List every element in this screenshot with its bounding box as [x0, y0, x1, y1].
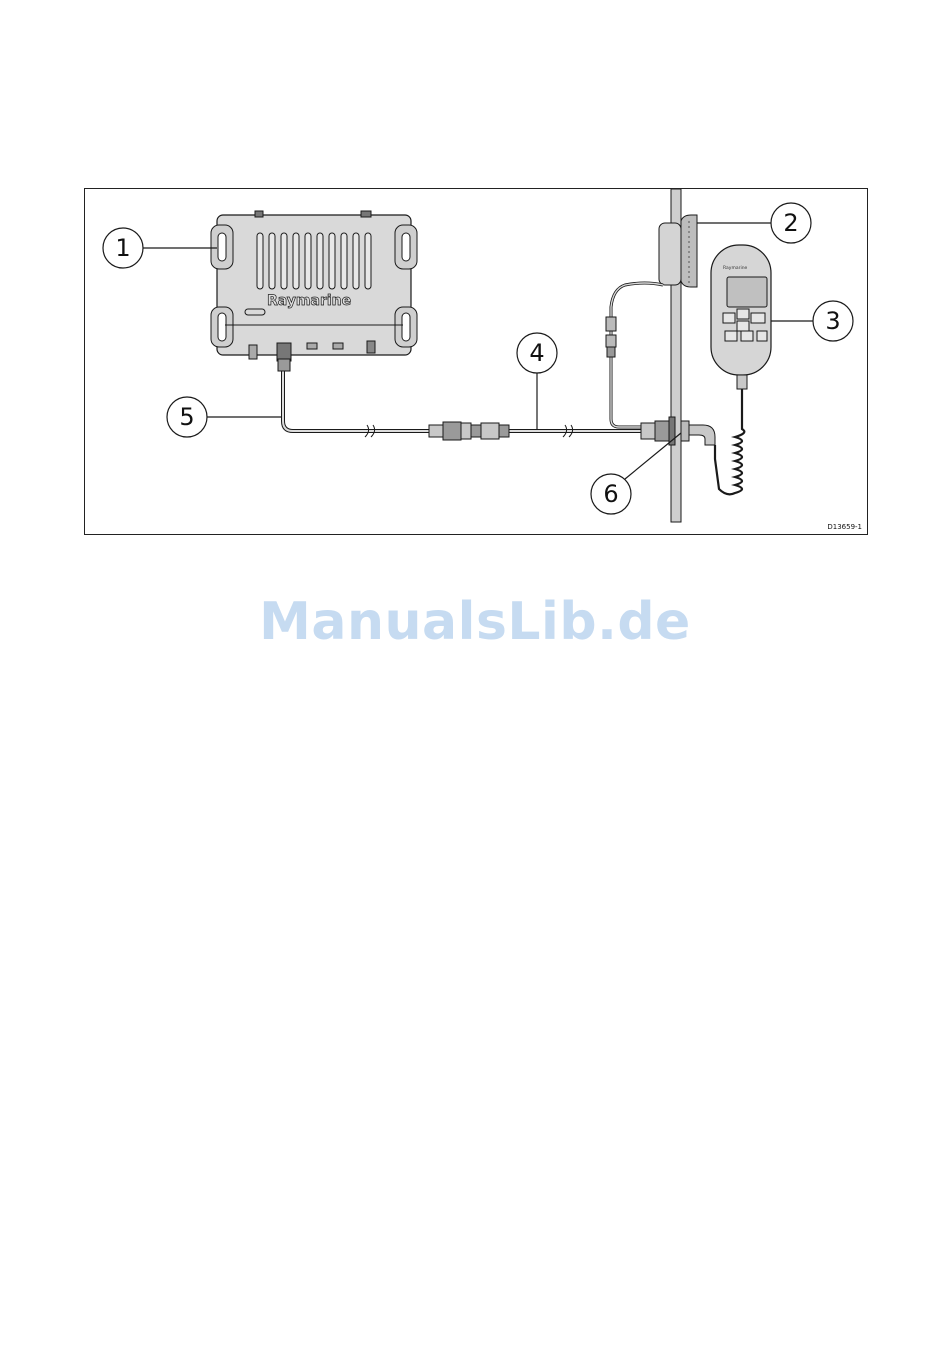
hub-brand-label: Raymarine [267, 293, 351, 309]
radio-hub: Raymarine [211, 211, 417, 371]
handset: Raymarine [711, 245, 771, 389]
hub-cable-plug [278, 359, 290, 371]
antenna-port-left [255, 211, 263, 217]
callout-6-label: 6 [603, 480, 618, 508]
callout-1: 1 [103, 228, 217, 268]
callout-1-label: 1 [115, 234, 130, 262]
callout-5-label: 5 [179, 403, 194, 431]
figure-code: D13659-1 [827, 523, 862, 531]
callout-3-label: 3 [825, 307, 840, 335]
wiring-diagram-svg: Raymarine [85, 189, 869, 536]
speaker-cable-connector [606, 317, 616, 357]
extension-cable [283, 367, 645, 431]
speaker [659, 215, 697, 287]
callout-4-label: 4 [529, 339, 544, 367]
callout-6: 6 [591, 433, 681, 514]
handset-coiled-cord [715, 389, 744, 494]
callout-2: 2 [697, 203, 811, 243]
antenna-port-right [361, 211, 371, 217]
speaker-cable [611, 283, 663, 427]
wiring-diagram: Raymarine [84, 188, 868, 535]
watermark-text: ManualsLib.de [0, 592, 950, 652]
callout-5: 5 [167, 397, 281, 437]
handset-brand-label: Raymarine [723, 265, 748, 271]
callout-3: 3 [771, 301, 853, 341]
inline-coupler [429, 422, 509, 440]
callout-4: 4 [517, 333, 557, 429]
callout-2-label: 2 [783, 209, 798, 237]
